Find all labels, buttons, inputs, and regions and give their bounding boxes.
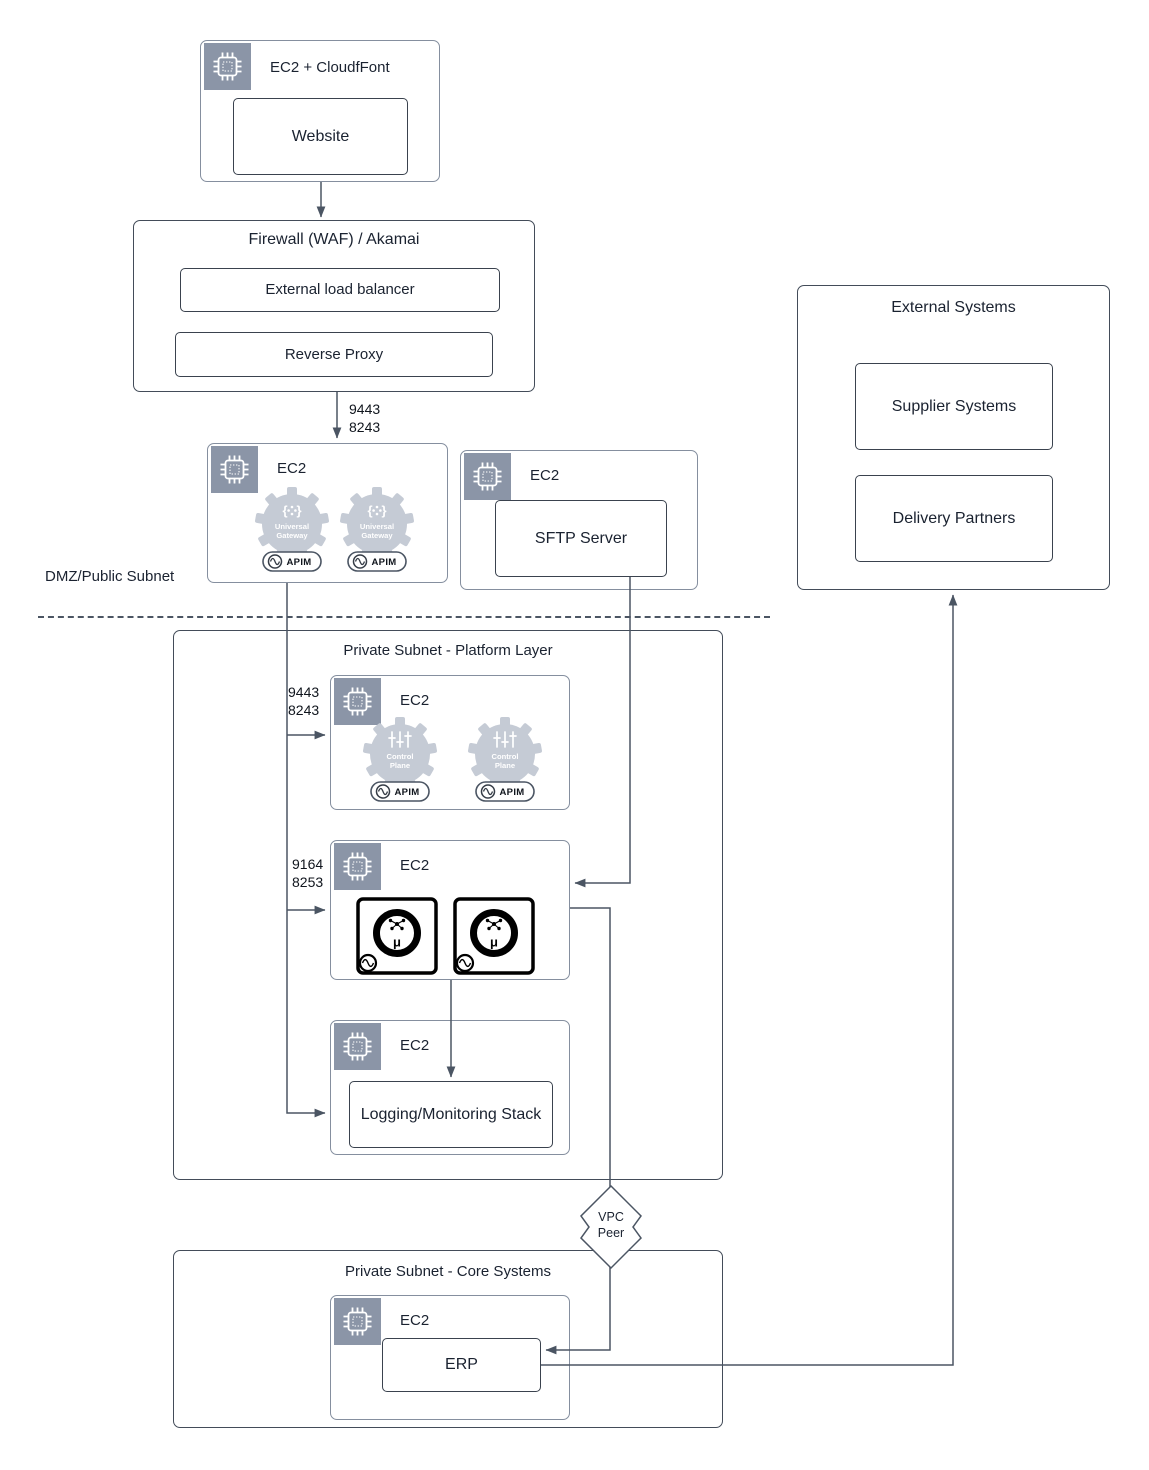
ec2-chip-icon xyxy=(464,453,511,500)
microservice-icon xyxy=(356,897,438,975)
ports-gateway-controlplane: 9443 8243 xyxy=(288,684,320,718)
erp-ec2-label: EC2 xyxy=(400,1312,430,1329)
platform-subnet-title: Private Subnet - Platform Layer xyxy=(343,642,553,659)
vpc-peer-label: VPC Peer xyxy=(597,1210,625,1240)
control-plane-icon xyxy=(465,714,545,808)
sftp-ec2-label: EC2 xyxy=(530,467,560,484)
external-load-balancer-box: External load balancer xyxy=(180,268,500,312)
firewall-title: Firewall (WAF) / Akamai xyxy=(248,231,420,248)
cloudfront-title: EC2 + CloudfFont xyxy=(270,59,390,76)
ports-firewall-gateway: 9443 8243 xyxy=(349,401,381,435)
universal-gateway-icon xyxy=(252,484,332,578)
supplier-systems-box: Supplier Systems xyxy=(855,363,1053,450)
ec2-chip-icon xyxy=(211,446,258,493)
reverse-proxy-box: Reverse Proxy xyxy=(175,332,493,377)
delivery-partners-box: Delivery Partners xyxy=(855,475,1053,562)
controlplane-ec2-label: EC2 xyxy=(400,692,430,709)
ec2-chip-icon xyxy=(334,843,381,890)
micro-ec2-label: EC2 xyxy=(400,857,430,874)
website-box: Website xyxy=(233,98,408,175)
microservice-icon xyxy=(453,897,535,975)
control-plane-icon xyxy=(360,714,440,808)
universal-gateway-icon xyxy=(337,484,417,578)
ports-gateway-microservices: 9164 8253 xyxy=(292,856,324,890)
external-systems-title: External Systems xyxy=(891,299,1016,316)
logging-ec2-label: EC2 xyxy=(400,1037,430,1054)
dmz-public-subnet-label: DMZ/Public Subnet xyxy=(45,568,175,585)
ec2-chip-icon xyxy=(204,43,251,90)
ec2-chip-icon xyxy=(334,1023,381,1070)
erp-box: ERP xyxy=(382,1338,541,1392)
gateway-ec2-label: EC2 xyxy=(277,460,307,477)
core-subnet-title: Private Subnet - Core Systems xyxy=(345,1263,551,1280)
ec2-chip-icon xyxy=(334,1298,381,1345)
sftp-server-box: SFTP Server xyxy=(495,500,667,577)
logging-monitoring-box: Logging/Monitoring Stack xyxy=(349,1081,553,1148)
dmz-boundary-line xyxy=(38,616,770,618)
